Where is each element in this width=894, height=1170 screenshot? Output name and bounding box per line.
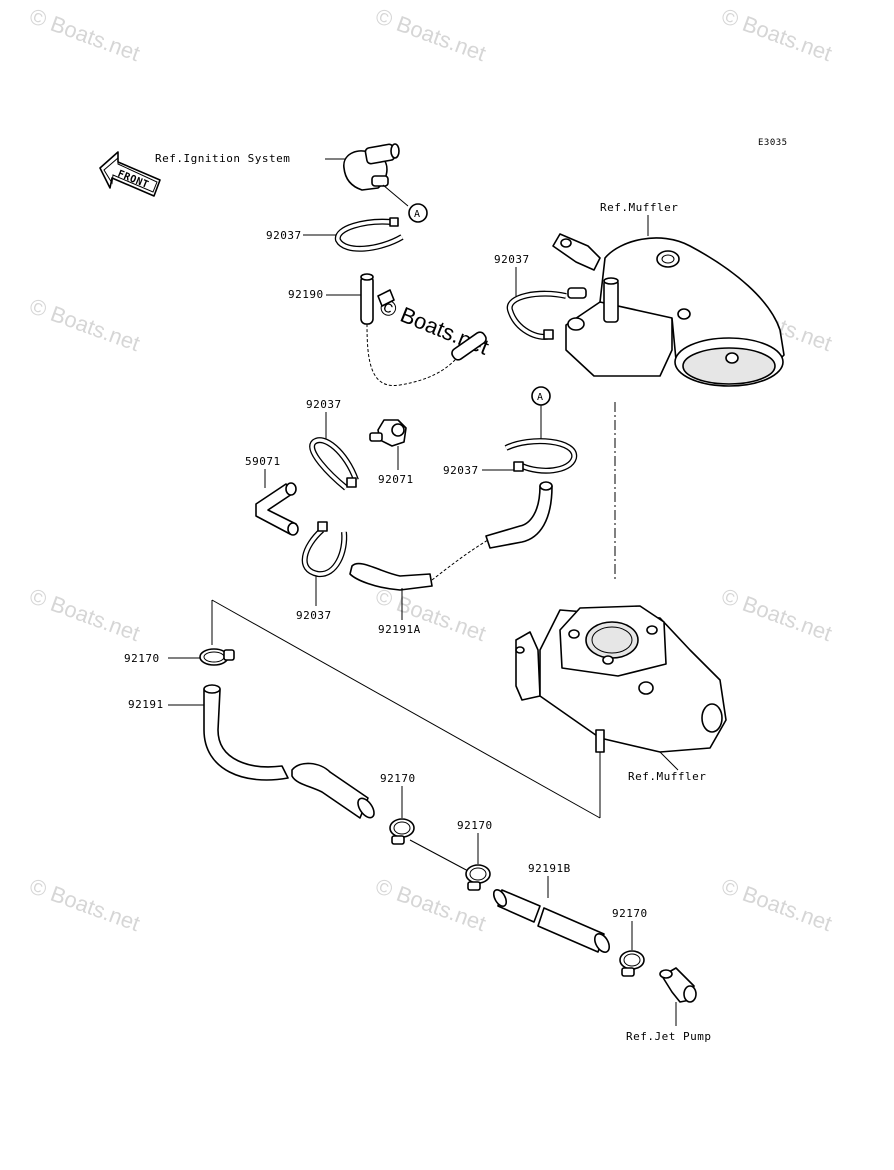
jet-pump-fitting <box>659 967 697 1026</box>
hose-92191B <box>492 889 611 953</box>
watermark: © Boats.net <box>372 3 489 66</box>
watermark: © Boats.net <box>26 293 143 356</box>
hose-92191A <box>349 481 553 620</box>
hose-92191 <box>203 684 375 819</box>
label-59071: 59071 <box>245 455 281 468</box>
watermark: © Boats.net <box>718 873 835 936</box>
watermark: © Boats.net <box>718 583 835 646</box>
strap-92037-right <box>504 438 578 474</box>
clamp-92170-far-right <box>619 950 645 977</box>
fitting-92071 <box>369 419 407 470</box>
label-92170: 92170 <box>380 772 416 785</box>
label-ref-jet-pump: Ref.Jet Pump <box>626 1030 711 1043</box>
label-ref-ignition-system: Ref.Ignition System <box>155 152 290 165</box>
label-92170: 92170 <box>457 819 493 832</box>
diagram-code: E3035 <box>758 138 788 148</box>
label-92191A: 92191A <box>378 623 421 636</box>
label-92037: 92037 <box>296 609 332 622</box>
label-92037: 92037 <box>443 464 479 477</box>
callout-a-letter: A <box>414 209 421 220</box>
label-92191: 92191 <box>128 698 164 711</box>
watermark: © Boats.net <box>26 873 143 936</box>
watermark: © Boats.net <box>26 583 143 646</box>
hose-92190 <box>360 273 487 386</box>
label-ref-muffler-top: Ref.Muffler <box>600 201 678 214</box>
watermark: © Boats.net <box>718 3 835 66</box>
muffler-bottom-part <box>515 605 727 771</box>
ignition-fitting-part <box>343 143 409 207</box>
clamp-92170-center <box>389 818 471 873</box>
label-92037: 92037 <box>266 229 302 242</box>
watermark: © Boats.net <box>26 3 143 66</box>
strap-92037-lower <box>301 521 348 606</box>
label-ref-muffler-bottom: Ref.Muffler <box>628 770 706 783</box>
strap-92037-muffler <box>506 290 567 340</box>
watermark: © Boats.net <box>372 583 489 646</box>
clamp-92170-top-left <box>199 648 235 666</box>
muffler-top-part <box>552 233 785 580</box>
callout-a-middle: A <box>531 386 551 440</box>
label-92037: 92037 <box>494 253 530 266</box>
label-92191B: 92191B <box>528 862 571 875</box>
label-92190: 92190 <box>288 288 324 301</box>
label-92071: 92071 <box>378 473 414 486</box>
clamp-92170-right <box>465 864 491 891</box>
reference-line <box>211 599 601 819</box>
label-92037: 92037 <box>306 398 342 411</box>
callout-a-letter: A <box>537 392 544 403</box>
callout-a-top: A <box>408 203 428 223</box>
strap-92037-middle <box>309 437 359 491</box>
label-92170: 92170 <box>612 907 648 920</box>
label-92170: 92170 <box>124 652 160 665</box>
strap-92037-top <box>334 217 404 252</box>
front-arrow-icon: FRONT <box>99 151 161 197</box>
watermark-group: © Boats.net © Boats.net © Boats.net © Bo… <box>26 3 835 936</box>
pipe-59071 <box>255 482 299 536</box>
